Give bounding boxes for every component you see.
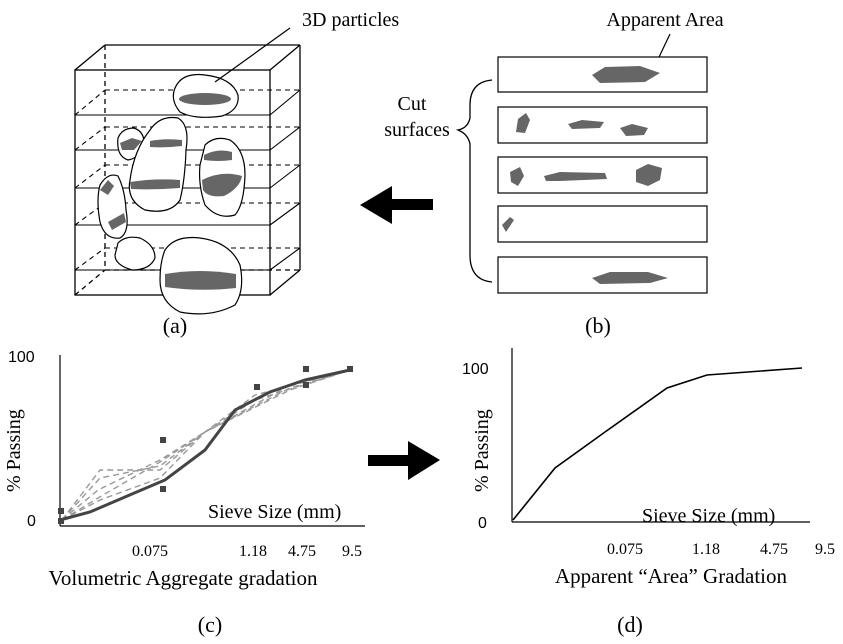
chart-d-x-tick: 1.18: [692, 541, 720, 558]
caption-b: (b): [585, 313, 611, 338]
cut-surface-2: [497, 106, 708, 144]
cut-label-line1: Cut: [398, 93, 427, 115]
particle-bottom-small: [114, 236, 156, 271]
chart-d-title: Apparent “Area” Gradation: [555, 564, 788, 588]
chart-c: 100 0 % Passing Sieve Size (mm) 0.075 1.: [3, 349, 365, 590]
cut-label-line2: surfaces: [384, 119, 450, 141]
particles-label: 3D particles: [302, 9, 399, 31]
cut-surfaces-brace: [455, 79, 493, 283]
chart-d-y-top: 100: [462, 361, 489, 378]
chart-c-y-bottom: 0: [27, 513, 36, 530]
chart-d-x-tick: 9.5: [815, 541, 835, 558]
chart-c-marker: [303, 382, 309, 388]
chart-c-y-top: 100: [8, 349, 35, 366]
caption-a: (a): [163, 313, 187, 338]
left-arrow-icon: [360, 186, 433, 224]
cut-surface-5: [497, 256, 708, 294]
chart-d-y-bottom: 0: [478, 515, 487, 532]
apparent-area-label: Apparent Area: [606, 9, 723, 31]
cut-surface-list: [497, 56, 708, 294]
particle-left-tall: [97, 174, 128, 239]
chart-c-x-tick: 0.075: [132, 543, 168, 560]
chart-c-marker: [58, 508, 64, 514]
chart-d-y-label: % Passing: [471, 409, 493, 492]
chart-c-title: Volumetric Aggregate gradation: [48, 566, 318, 590]
chart-c-marker: [347, 366, 353, 372]
panel-a-particles: [97, 73, 246, 315]
slice-plane-1: [74, 89, 301, 116]
caption-c: (c): [198, 612, 222, 637]
chart-d-gradation-curve: [512, 367, 803, 521]
chart-c-markers: [58, 366, 353, 524]
chart-d-x-tick: 0.075: [607, 541, 643, 558]
chart-c-marker: [160, 486, 166, 492]
chart-c-marker: [160, 437, 166, 443]
particles-callout-line: [214, 27, 291, 83]
chart-d-x-label: Sieve Size (mm): [642, 505, 775, 527]
cut-surface-1: [497, 56, 708, 93]
particle-top: [172, 73, 239, 118]
particle-right: [198, 137, 246, 217]
chart-c-marker: [303, 366, 309, 372]
chart-c-marker: [254, 384, 260, 390]
chart-c-x-tick: 4.75: [288, 543, 316, 560]
particle-bottom-large: [159, 236, 243, 315]
chart-c-x-tick: 1.18: [239, 543, 267, 560]
caption-d: (d): [617, 612, 643, 637]
chart-d: 100 0 % Passing Sieve Size (mm) 0.075 1.…: [462, 348, 835, 588]
particle-center-tall: [128, 116, 188, 212]
chart-c-x-label: Sieve Size (mm): [208, 501, 341, 523]
chart-c-x-tick: 9.5: [342, 543, 362, 560]
cut-surface-4: [497, 205, 708, 243]
chart-d-x-tick: 4.75: [760, 541, 788, 558]
right-arrow-icon: [368, 441, 440, 480]
chart-c-y-label: % Passing: [3, 409, 25, 492]
chart-c-gradation-curve: [59, 368, 351, 522]
chart-c-dashed-lines: [61, 369, 351, 521]
cut-surface-3: [497, 156, 708, 194]
chart-c-marker: [58, 518, 64, 524]
